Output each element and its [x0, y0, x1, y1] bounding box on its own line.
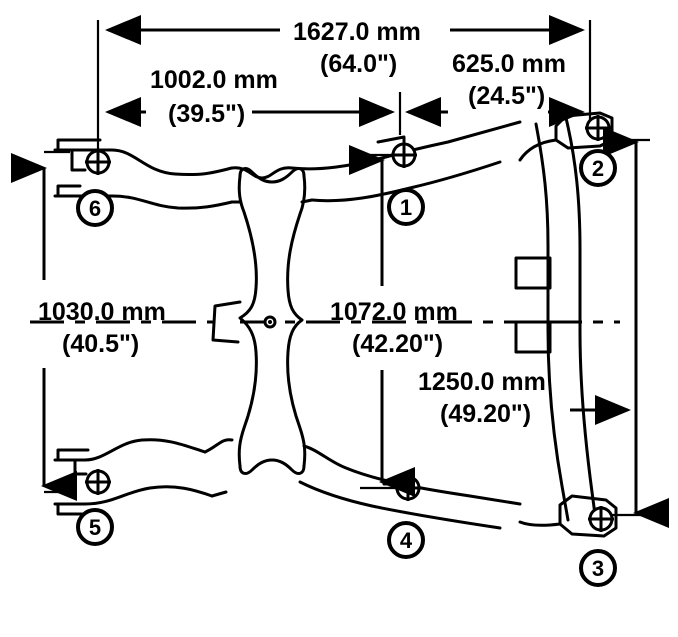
lower-left-rail-bottom-edge	[53, 485, 214, 506]
right-rail-outer-edge	[564, 116, 598, 524]
bracket-6-lower-tab	[56, 184, 82, 198]
upper-right-rail-bottom-edge	[310, 160, 502, 203]
callout-3-label: 3	[592, 556, 604, 581]
dimension-left-height: 1030.0 mm (40.5")	[11, 153, 166, 501]
datum-center-dot	[268, 320, 272, 324]
center-member-left-edge	[237, 174, 258, 468]
right-rail-inner-edge	[534, 122, 570, 522]
rail-bracket-lower	[514, 320, 552, 354]
bracket-6-inner-tab	[70, 148, 87, 172]
frame-part-outline	[53, 111, 618, 538]
dim-1250-imperial: (49.20")	[440, 400, 531, 428]
callout-1[interactable]: 1	[387, 188, 425, 226]
dim-625-imperial: (24.5")	[468, 82, 545, 110]
center-member-bottom-cap	[238, 458, 306, 475]
callout-1-label: 1	[400, 195, 412, 220]
callout-4-label: 4	[400, 528, 413, 553]
bracket-5-lower-tab	[56, 502, 88, 516]
callout-5-label: 5	[89, 515, 101, 540]
lower-hump-left-top	[203, 438, 234, 454]
dim-1002-metric: 1002.0 mm	[150, 66, 278, 94]
center-member-top-cap	[238, 167, 306, 184]
dim-1030-metric: 1030.0 mm	[38, 298, 166, 326]
node-3-leader	[518, 520, 562, 527]
callout-6[interactable]: 6	[76, 189, 114, 227]
lower-hump-left-bottom	[210, 490, 228, 498]
center-lines	[30, 315, 620, 329]
node-plate-3	[558, 494, 618, 538]
rail-bracket-upper	[514, 256, 552, 290]
dimension-right-span: 625.0 mm (24.5")	[405, 50, 585, 127]
upper-left-rail-top-edge	[53, 148, 234, 176]
hole-5	[85, 469, 111, 495]
dimension-center-height: 1072.0 mm (42.20")	[330, 145, 458, 497]
callout-3[interactable]: 3	[579, 549, 617, 587]
dimension-left-span: 1002.0 mm (39.5")	[105, 66, 395, 128]
dim-1250-metric: 1250.0 mm	[418, 368, 546, 396]
lower-left-rail-top-edge	[53, 438, 207, 462]
hole-6	[85, 149, 111, 175]
center-member-right-edge	[286, 174, 307, 468]
node-2-leader	[518, 138, 558, 162]
dim-1030-imperial: (40.5")	[62, 330, 139, 358]
callout-bubbles: 6 1 2 5 4 3	[76, 149, 617, 587]
dimension-overall-width: 1627.0 mm (64.0")	[105, 15, 585, 78]
bracket-5-upper-tab	[56, 448, 90, 462]
callout-2[interactable]: 2	[579, 149, 617, 187]
bracket-6-upper-tab	[56, 138, 102, 152]
callout-2-label: 2	[592, 156, 604, 181]
upper-left-rail-bottom-edge	[53, 194, 234, 210]
dim-1002-imperial: (39.5")	[168, 100, 245, 128]
dim-1072-metric: 1072.0 mm	[330, 298, 458, 326]
dim-1072-imperial: (42.20")	[352, 330, 443, 358]
hole-1	[391, 142, 417, 168]
callout-6-label: 6	[89, 196, 101, 221]
dim-625-metric: 625.0 mm	[452, 50, 566, 78]
lower-right-rail-top-edge	[302, 444, 522, 506]
dim-1627-metric: 1627.0 mm	[293, 18, 421, 46]
dimension-right-height: 1250.0 mm (49.20")	[418, 127, 669, 528]
callout-5[interactable]: 5	[76, 508, 114, 546]
dim-1627-imperial: (64.0")	[320, 50, 397, 78]
callout-4[interactable]: 4	[387, 521, 425, 559]
lower-right-rail-bottom-edge	[298, 480, 502, 530]
